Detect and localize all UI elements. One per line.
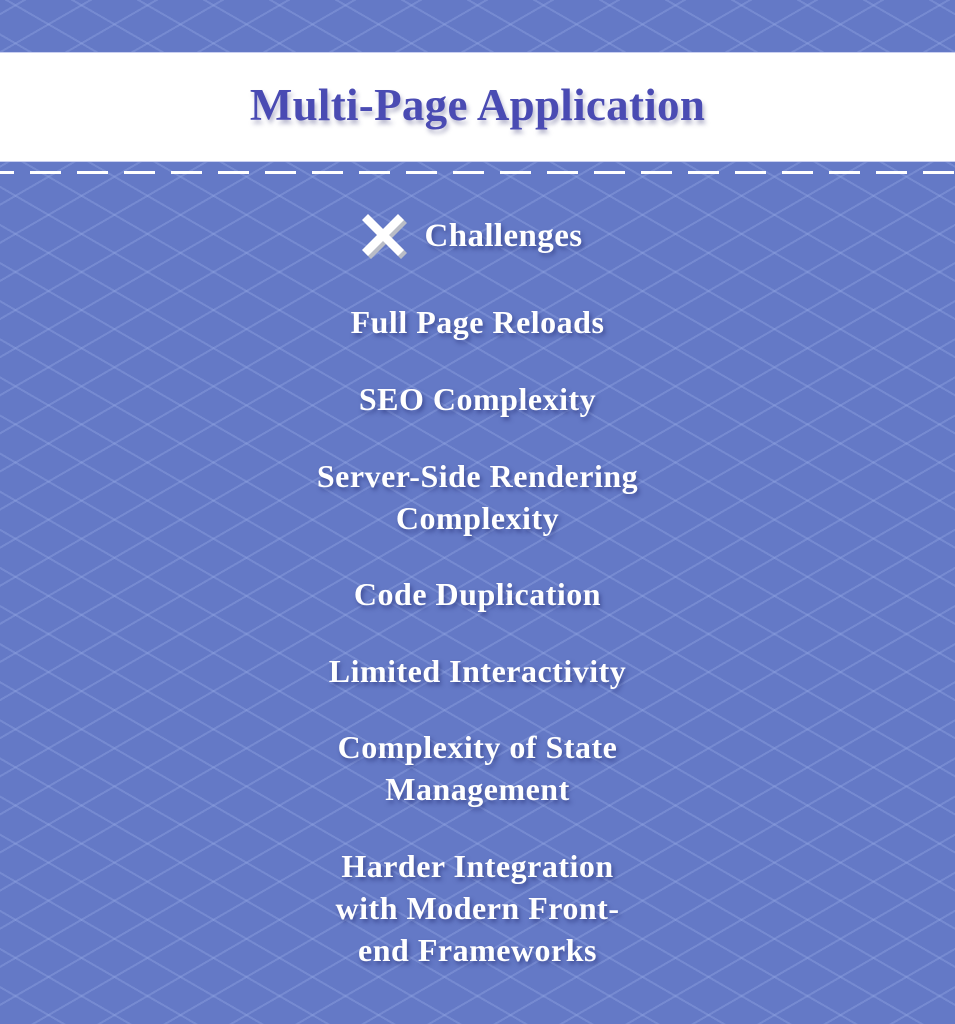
challenge-text: Limited Interactivity bbox=[328, 653, 627, 689]
challenge-text: Complexity bbox=[395, 500, 560, 536]
challenge-text: Management bbox=[385, 771, 570, 807]
section-heading: Challenges bbox=[0, 210, 955, 262]
title-banner: Multi-Page Application bbox=[0, 52, 955, 162]
challenge-text: Full Page Reloads bbox=[350, 304, 605, 340]
challenge-text: with Modern Front- bbox=[335, 890, 620, 926]
challenge-text: SEO Complexity bbox=[358, 381, 597, 417]
page-title: Multi-Page Application bbox=[249, 79, 706, 130]
dashed-divider bbox=[0, 171, 955, 174]
challenge-text: Server-Side Rendering bbox=[316, 458, 639, 494]
challenge-item: Limited Interactivity bbox=[0, 650, 955, 692]
challenge-item: Code Duplication bbox=[0, 573, 955, 615]
challenge-text: Code Duplication bbox=[353, 576, 602, 612]
challenge-text: Complexity of State bbox=[337, 729, 618, 765]
challenge-item: Complexity of State Management bbox=[0, 726, 955, 810]
challenge-text: Harder Integration bbox=[341, 848, 614, 884]
challenge-text: end Frameworks bbox=[358, 932, 597, 968]
challenge-item: SEO Complexity bbox=[0, 378, 955, 420]
challenge-item: Full Page Reloads bbox=[0, 301, 955, 343]
x-icon bbox=[362, 212, 410, 260]
section-heading-label: Challenges bbox=[424, 217, 583, 254]
challenge-item: Harder Integration with Modern Front- en… bbox=[0, 845, 955, 971]
challenge-item: Server-Side Rendering Complexity bbox=[0, 455, 955, 539]
